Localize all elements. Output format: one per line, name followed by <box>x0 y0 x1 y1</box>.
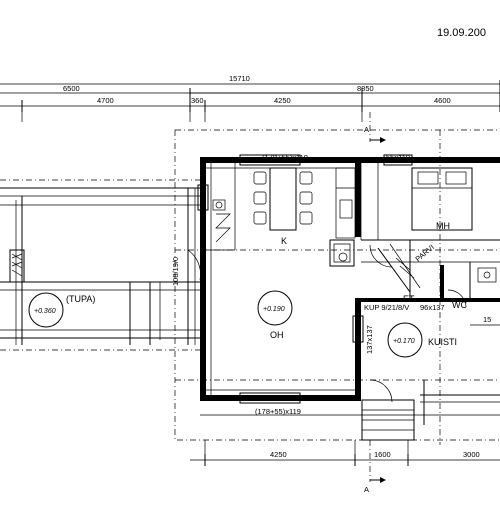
section-marker-top <box>369 112 386 143</box>
drawing-date: 19.09.200 <box>437 27 486 39</box>
level-tupa: +0.360 <box>34 308 56 315</box>
wc-sink-drain <box>483 271 491 279</box>
sink-drain <box>215 201 223 209</box>
window-label-mh: 55x119 <box>386 153 410 162</box>
window-label-k: (178+55)x119 <box>262 153 308 162</box>
kitchen-table <box>253 167 313 231</box>
dim-top-left: 6500 <box>63 84 80 93</box>
door-label-oh: 108/19/0 <box>171 257 180 286</box>
level-marker-tupa <box>28 292 64 328</box>
door-label-kuisti: KUP 9/21/8/V <box>364 303 409 312</box>
section-label-bottom: A <box>364 485 369 494</box>
dim-bottom-seg1: 4250 <box>270 450 287 459</box>
room-label-tupa: (TUPA) <box>66 294 95 304</box>
bottom-dimension-lines <box>190 440 500 466</box>
dim-top-seg2: 360 <box>191 96 204 105</box>
stove-symbol <box>215 213 231 243</box>
dim-bottom-seg3: 3000 <box>463 450 480 459</box>
fireplace-hatch <box>11 253 23 277</box>
kuisti-steps <box>361 380 500 441</box>
fireplace <box>9 249 25 283</box>
kitchen-sink <box>212 199 226 211</box>
section-marker-bottom <box>369 440 386 483</box>
level-marker-kuisti <box>387 322 423 358</box>
door-swings <box>187 244 467 403</box>
wc-sink <box>477 267 497 283</box>
kitchen-counter <box>335 167 356 239</box>
dim-top-seg4: 4600 <box>434 96 451 105</box>
room-label-kuisti: KUISTI <box>428 337 457 347</box>
window-label-oh: (178+55)x119 <box>255 407 301 416</box>
dim-top-seg1: 4700 <box>97 96 114 105</box>
room-label-mh: MH <box>436 221 450 231</box>
level-oh: +0.190 <box>263 306 285 313</box>
window-label-kuisti: 96x137 <box>420 303 445 312</box>
room-label-wc: WC <box>452 300 467 310</box>
windows <box>197 154 413 404</box>
bed <box>411 167 473 231</box>
dim-top-right: 8850 <box>357 84 374 93</box>
exterior-walls <box>200 157 500 401</box>
level-marker-oh <box>257 290 293 326</box>
inner-walls <box>200 163 500 416</box>
room-label-et: ET <box>403 294 415 304</box>
stove-corner <box>329 239 355 267</box>
dim-bottom-seg2: 1600 <box>374 450 391 459</box>
top-dimension-lines <box>0 80 500 122</box>
parvi-label: PARVI <box>414 243 437 264</box>
room-label-k: K <box>281 236 287 246</box>
loft-stairs <box>377 243 421 293</box>
section-label-top: A <box>364 125 369 134</box>
level-kuisti: +0.170 <box>393 338 415 345</box>
room-label-oh: OH <box>270 330 284 340</box>
dim-top-seg3: 4250 <box>274 96 291 105</box>
dim-top-overall: 15710 <box>229 74 250 83</box>
dim-right-partial: 15 <box>483 315 491 324</box>
window-label-kuisti-side: 137x137 <box>365 325 374 354</box>
